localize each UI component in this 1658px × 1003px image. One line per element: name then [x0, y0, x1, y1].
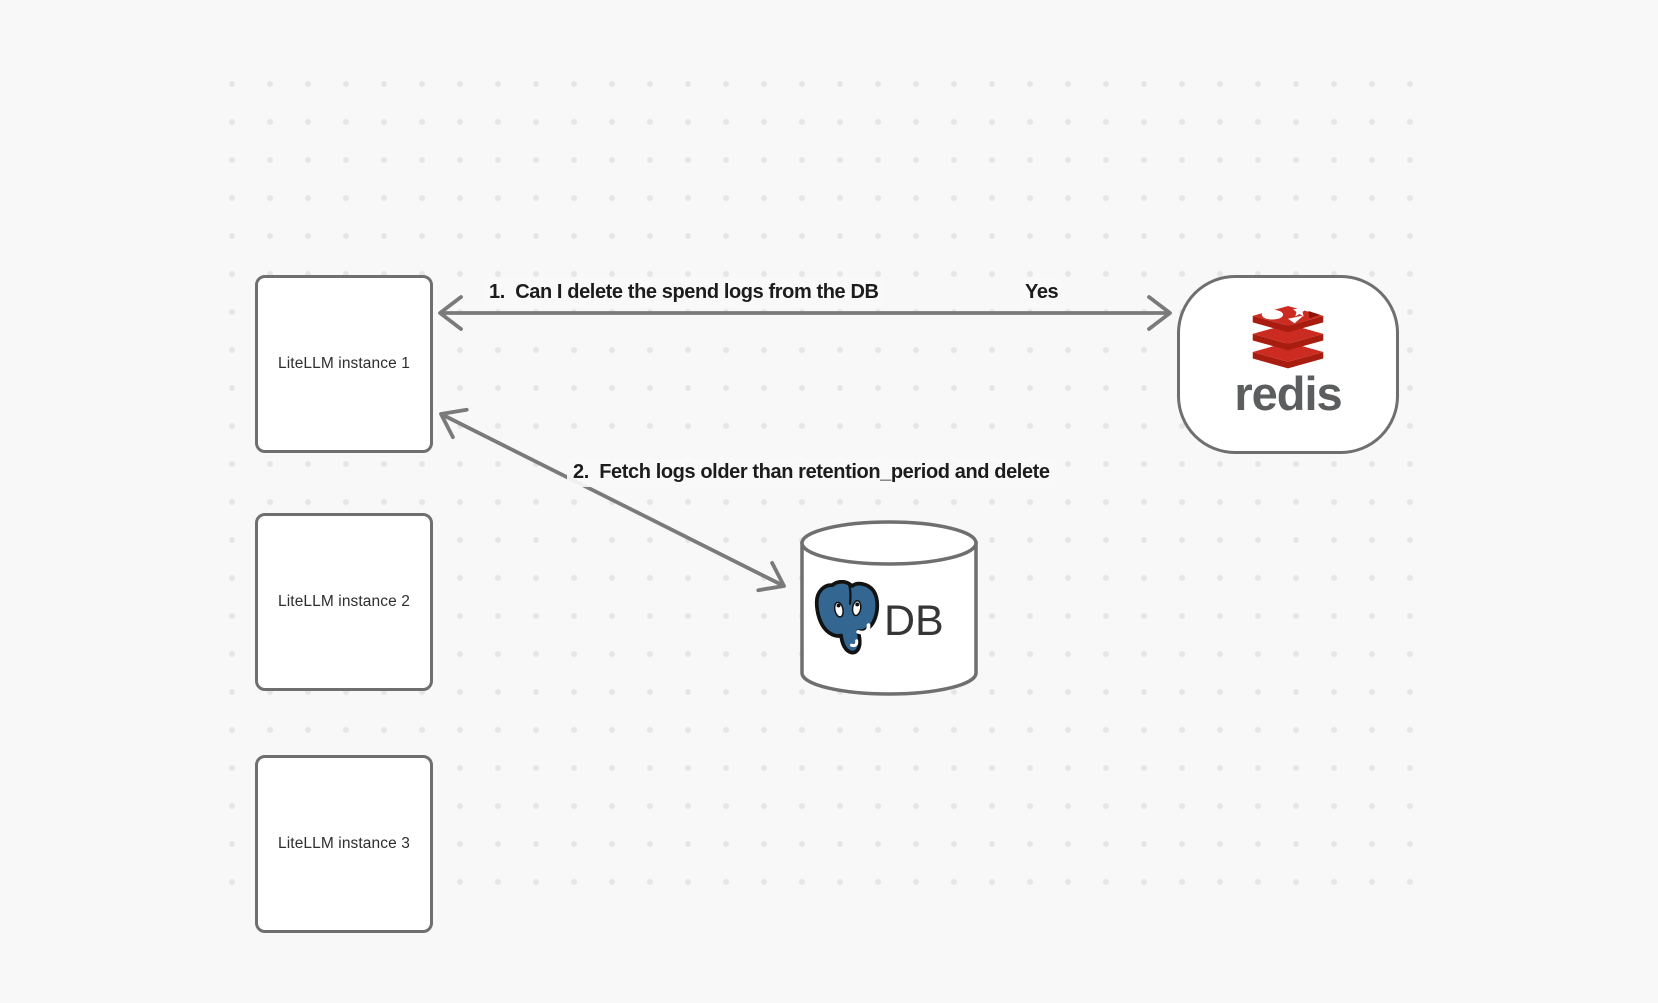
arrow-instance1-redis [438, 295, 1172, 331]
node-litellm-instance-3: LiteLLM instance 3 [255, 755, 433, 933]
postgresql-elephant-icon [814, 580, 880, 655]
arrowhead-right-icon [1147, 295, 1172, 331]
arrowhead-lower-icon [756, 561, 786, 593]
node-label: LiteLLM instance 3 [278, 835, 410, 852]
node-litellm-instance-1: LiteLLM instance 1 [255, 275, 433, 453]
node-label: LiteLLM instance 1 [278, 355, 410, 372]
arrow-instance1-db [439, 407, 786, 593]
arrow2-label: 2. Fetch logs older than retention_perio… [567, 458, 1056, 487]
node-litellm-instance-2: LiteLLM instance 2 [255, 513, 433, 691]
redis-wordmark: redis [1234, 367, 1342, 420]
arrow1-response-label: Yes [1019, 278, 1065, 307]
db-label: DB [884, 597, 944, 645]
arrow1-label: 1. Can I delete the spend logs from the … [483, 278, 885, 307]
redis-cube-stack-icon [1252, 305, 1324, 369]
arrowhead-upper-icon [439, 407, 469, 440]
arrowhead-left-icon [438, 295, 463, 331]
node-label: LiteLLM instance 2 [278, 593, 410, 610]
